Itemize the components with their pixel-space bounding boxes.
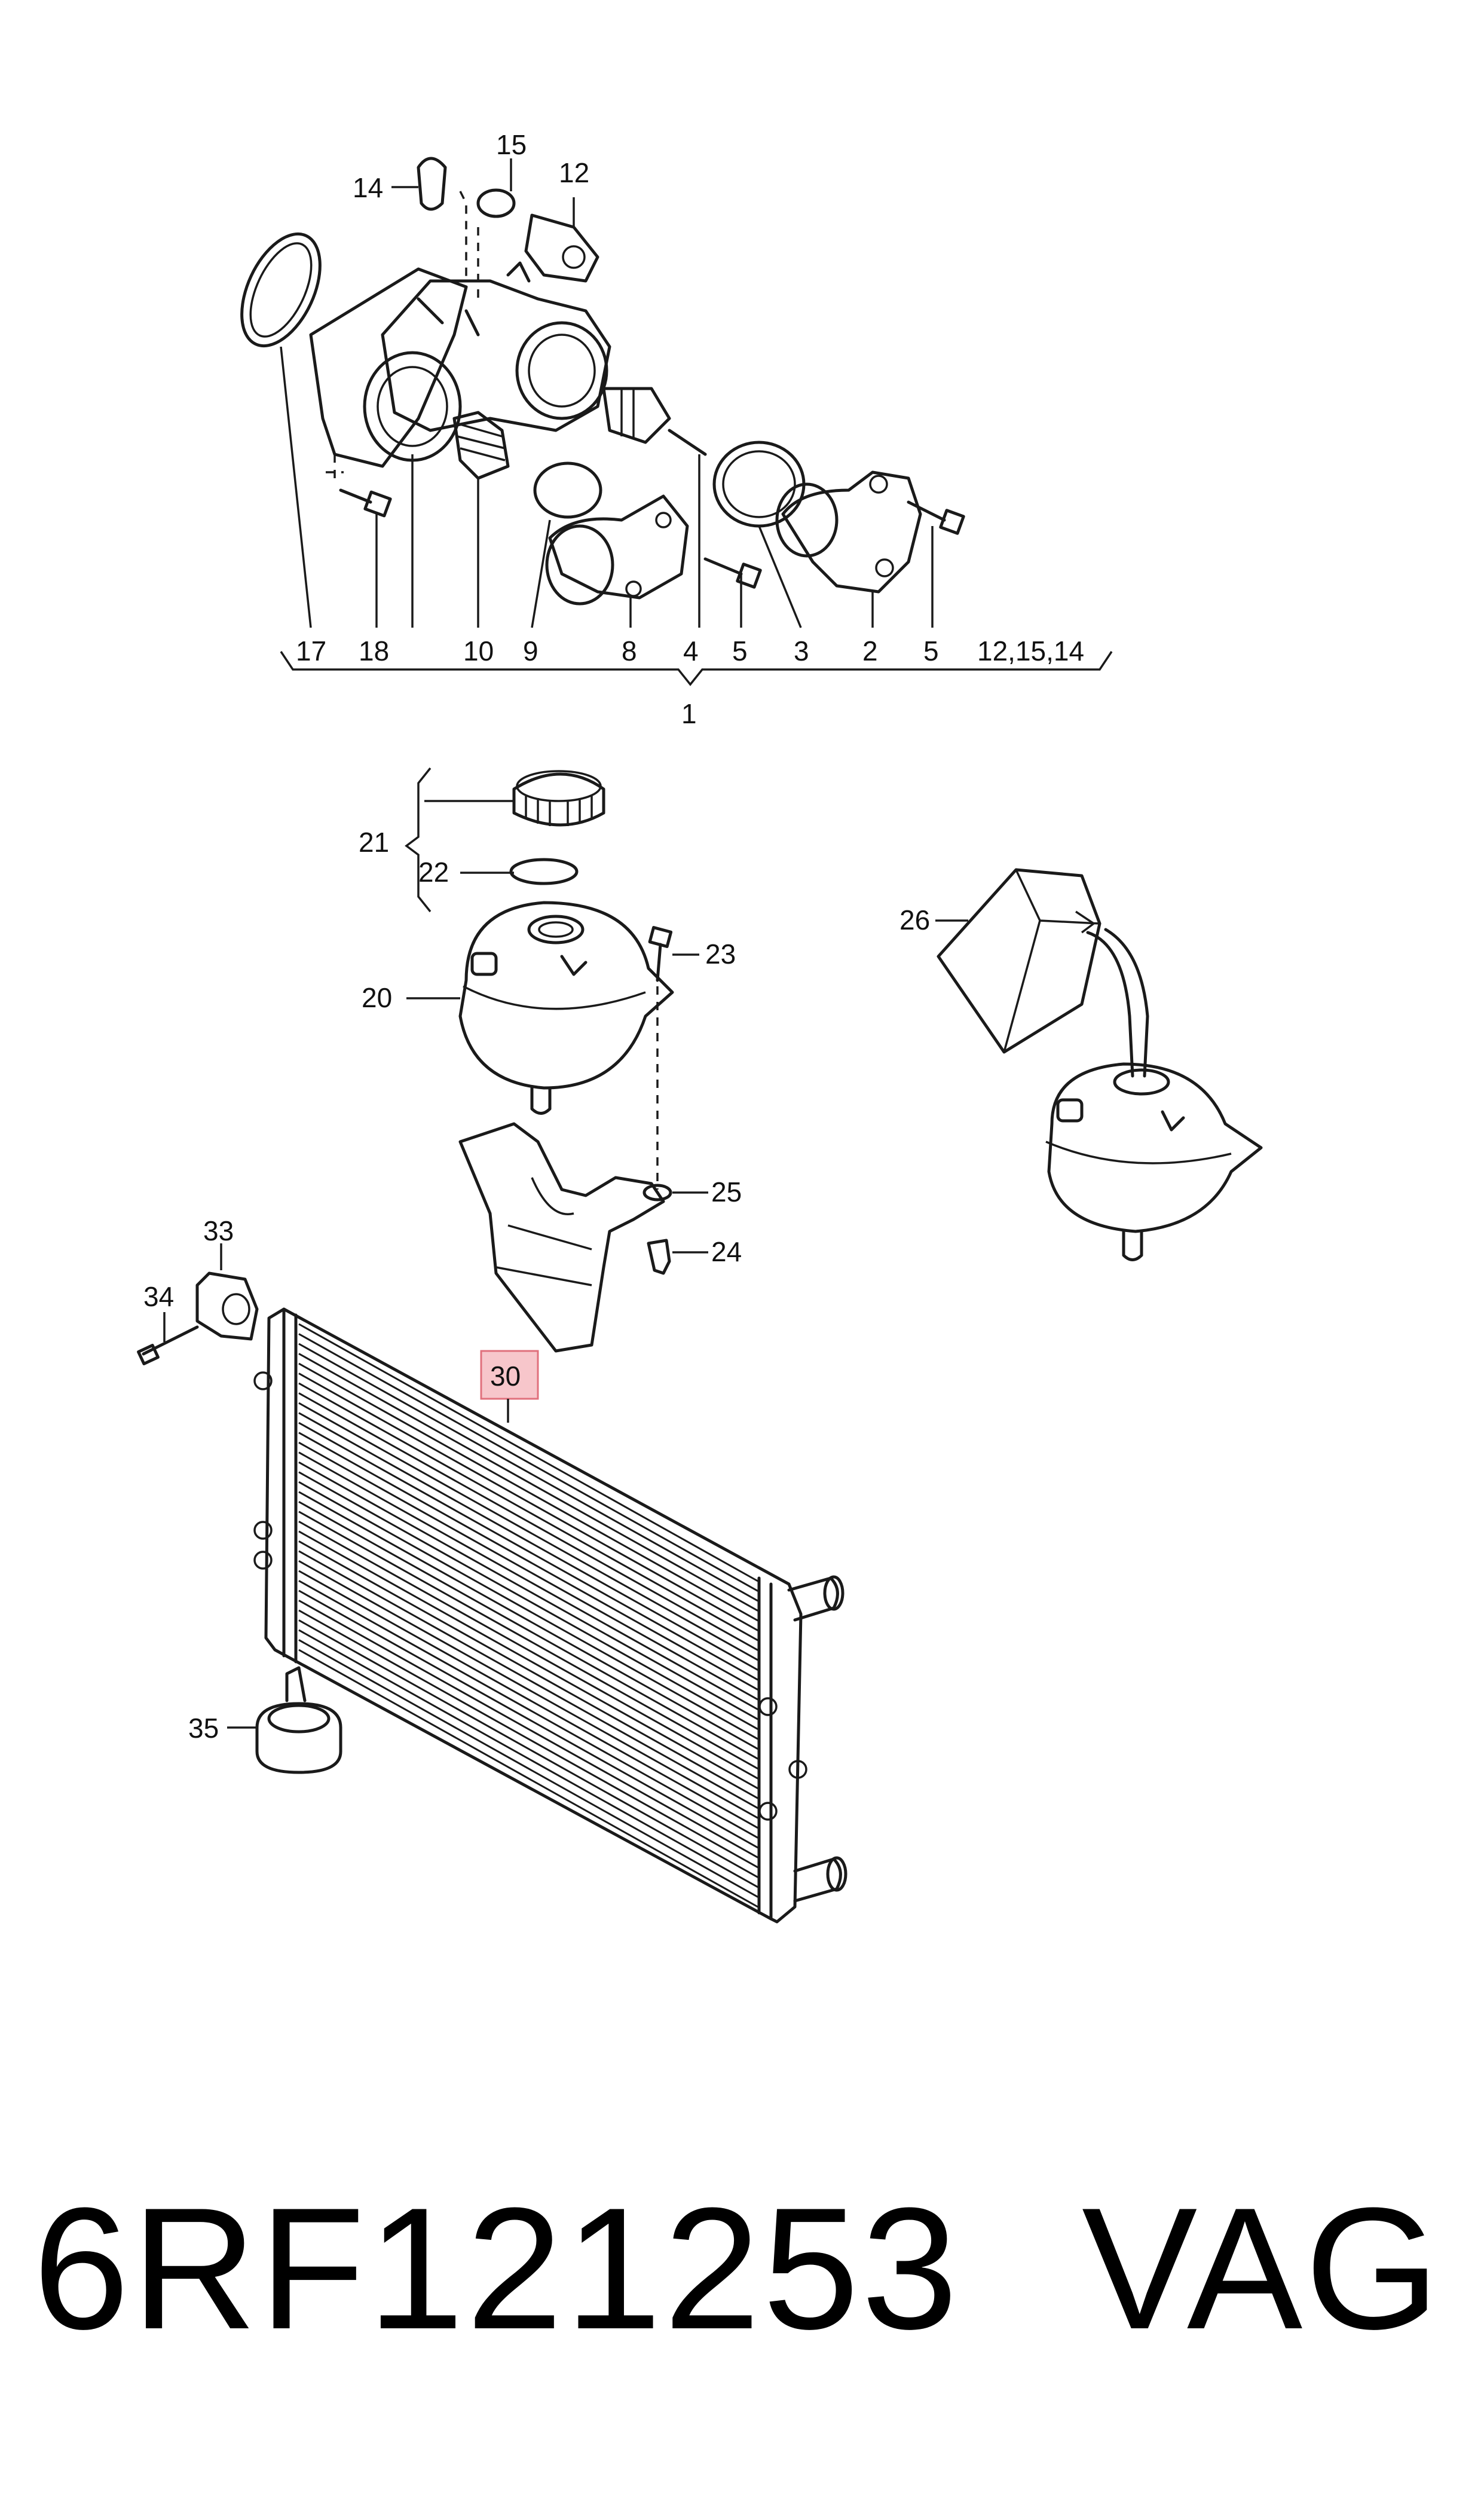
housing-outlet-right: [515, 321, 608, 420]
callout-5a: 5: [732, 635, 748, 667]
callout-10: 10: [463, 635, 494, 667]
callout-30: 30: [490, 1361, 521, 1392]
radiator-fin: [298, 1491, 758, 1750]
screw-18: [339, 488, 392, 518]
radiator-fin: [298, 1639, 758, 1898]
screw-34: [137, 1325, 199, 1365]
brand-name: VAG: [1082, 2172, 1442, 2365]
o-ring-3: [712, 441, 806, 528]
expansion-tank-20: [458, 901, 674, 1090]
radiator-fin: [298, 1550, 758, 1809]
callout-3: 3: [794, 635, 809, 667]
callout-5b: 5: [923, 635, 939, 667]
expansion-tank-refill: [1047, 1062, 1263, 1233]
radiator-core-fins: [298, 1323, 758, 1908]
radiator-fin: [298, 1530, 758, 1790]
radiator-fin: [298, 1372, 758, 1631]
callout-2: 2: [862, 635, 878, 667]
callout-25: 25: [711, 1176, 742, 1207]
callout-15: 15: [496, 129, 527, 160]
radiator-fin: [298, 1600, 758, 1858]
radiator-fin: [298, 1609, 758, 1869]
radiator-fin: [298, 1511, 758, 1770]
screw-5a: [703, 557, 762, 589]
spring-10: [452, 411, 510, 480]
radiator-fin: [298, 1353, 758, 1612]
callout-12-15-14: 12,15,14: [977, 635, 1084, 667]
callout-17: 17: [296, 635, 326, 667]
rubber-mount-33: [195, 1271, 259, 1341]
radiator-fin: [298, 1441, 758, 1701]
housing-flange: [309, 267, 468, 468]
radiator-fin: [298, 1520, 758, 1780]
radiator-fin: [298, 1570, 758, 1829]
screw-5b: [907, 500, 965, 535]
callout-14: 14: [353, 172, 383, 203]
radiator-fin: [298, 1432, 758, 1690]
thermostat-housing-body: [381, 279, 611, 432]
radiator-fin: [298, 1629, 758, 1888]
radiator-fin: [298, 1471, 758, 1731]
radiator-fin: [298, 1580, 758, 1839]
radiator-fin: [298, 1333, 758, 1592]
radiator-fin: [298, 1500, 758, 1760]
seal-22: [509, 858, 579, 885]
radiator-fin: [298, 1481, 758, 1740]
water-pump-housing-2: [781, 470, 922, 594]
callout-26: 26: [899, 904, 930, 936]
callout-9: 9: [523, 635, 538, 667]
screw-23: [648, 926, 673, 982]
thermostat-housing-group: [240, 157, 1113, 686]
radiator-fin: [298, 1649, 758, 1908]
callout-35: 35: [188, 1713, 219, 1744]
radiator-fin: [298, 1343, 758, 1602]
radiator-fin: [298, 1382, 758, 1641]
callout-18: 18: [359, 635, 389, 667]
filler-cap-21: [512, 772, 605, 827]
callout-23: 23: [705, 938, 736, 970]
bracket-25: [458, 1122, 665, 1353]
callout-8: 8: [622, 635, 637, 667]
callout-34: 34: [143, 1281, 174, 1312]
thermostat-4: [602, 387, 671, 444]
callout-24: 24: [711, 1236, 742, 1267]
radiator-fin: [298, 1392, 758, 1651]
gasket-17: [240, 232, 322, 348]
callout-30-highlight: [480, 1350, 539, 1400]
housing-outlet-left: [363, 351, 462, 462]
callout-1: 1: [681, 698, 697, 729]
o-ring-9: [533, 461, 602, 519]
connector-8: [548, 494, 689, 600]
clip-14: [417, 157, 447, 211]
callout-21: 21: [359, 827, 389, 858]
radiator-group: [137, 1243, 847, 1924]
coolant-refill-group: [935, 868, 1263, 1261]
radiator-fin: [298, 1402, 758, 1661]
radiator-fin: [298, 1560, 758, 1819]
callout-12: 12: [559, 157, 589, 188]
radiator-fin: [298, 1619, 758, 1878]
rubber-bump-35: [255, 1702, 342, 1774]
coolant-bottle-26: [937, 868, 1101, 1054]
radiator-fin: [298, 1412, 758, 1671]
callout-4: 4: [683, 635, 699, 667]
radiator-30: [264, 1307, 803, 1924]
callout-22: 22: [418, 857, 449, 888]
radiator-fin: [298, 1540, 758, 1799]
expansion-tank-group: [405, 767, 708, 1353]
clip-24: [647, 1239, 671, 1275]
temperature-sensor-12: [524, 213, 599, 283]
radiator-fin: [298, 1323, 758, 1582]
radiator-fin: [298, 1451, 758, 1711]
part-number: 6RF121253: [33, 2172, 960, 2365]
o-ring-15: [476, 188, 516, 218]
radiator-fin: [298, 1362, 758, 1622]
radiator-fin: [298, 1589, 758, 1849]
callout-33: 33: [203, 1215, 234, 1246]
radiator-fin: [298, 1421, 758, 1681]
callout-20: 20: [362, 982, 392, 1013]
radiator-fin: [298, 1461, 758, 1720]
